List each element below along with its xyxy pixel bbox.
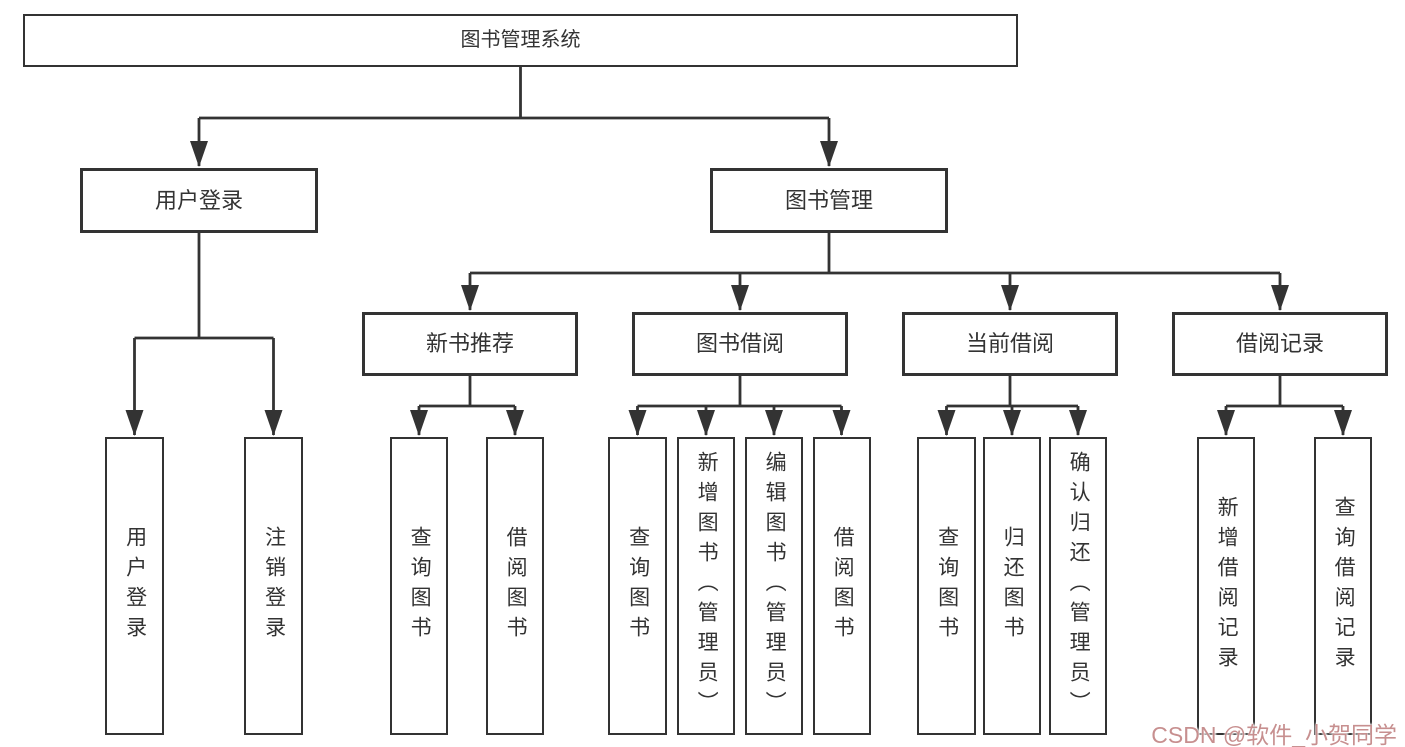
node-borrow-records: 借阅记录: [1172, 312, 1388, 376]
connector-current-borrow: [937, 376, 1087, 436]
connector-user-login: [125, 233, 283, 436]
leaf-rec-query-book: 查询图书: [390, 437, 448, 735]
leaf-br-add-record: 新增借阅记录: [1197, 437, 1255, 735]
leaf-bb-borrow-book: 借阅图书: [813, 437, 871, 735]
node-user-login: 用户登录: [80, 168, 318, 233]
leaf-br-query-record: 查询借阅记录: [1314, 437, 1372, 735]
watermark: CSDN @软件_小贺同学: [1151, 722, 1397, 747]
connector-borrow-records: [1217, 376, 1352, 436]
leaf-cb-query-book: 查询图书: [917, 437, 976, 735]
leaf-bb-add-book: 新增图书（管理员）: [677, 437, 735, 735]
node-book-borrow: 图书借阅: [632, 312, 848, 376]
leaf-cb-return-book: 归还图书: [983, 437, 1041, 735]
leaf-rec-borrow-book: 借阅图书: [486, 437, 544, 735]
leaf-user-login: 用户登录: [105, 437, 164, 735]
leaf-logout: 注销登录: [244, 437, 303, 735]
leaf-bb-edit-book: 编辑图书（管理员）: [745, 437, 803, 735]
connector-new-book-recommend: [410, 376, 524, 436]
connector-book-borrow: [628, 376, 851, 436]
connector-root: [190, 67, 838, 167]
node-root: 图书管理系统: [23, 14, 1018, 67]
connector-book-management: [461, 233, 1289, 311]
leaf-cb-confirm-return: 确认归还（管理员）: [1049, 437, 1107, 735]
node-current-borrow: 当前借阅: [902, 312, 1118, 376]
leaf-bb-query-book: 查询图书: [608, 437, 667, 735]
node-book-management: 图书管理: [710, 168, 948, 233]
node-new-book-recommend: 新书推荐: [362, 312, 578, 376]
